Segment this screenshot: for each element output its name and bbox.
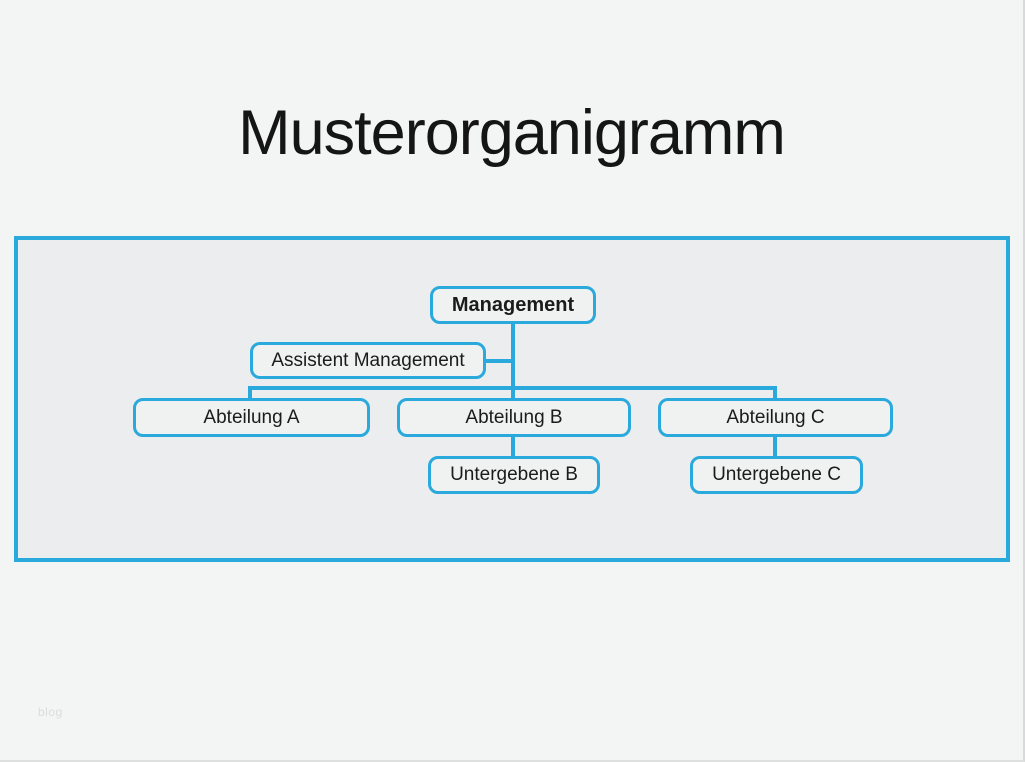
connector-departments-horizontal: [248, 386, 777, 390]
org-node-untergebene-c: Untergebene C: [690, 456, 863, 494]
connector-drop-abteilung-c: [773, 388, 777, 399]
connector-abteilung-c-untergebene: [773, 436, 777, 457]
org-node-untergebene-b: Untergebene B: [428, 456, 600, 494]
org-node-abteilung-b: Abteilung B: [397, 398, 631, 437]
watermark-text: blog: [38, 705, 63, 719]
connector-abteilung-b-untergebene: [511, 436, 515, 457]
org-node-abteilung-c: Abteilung C: [658, 398, 893, 437]
connector-drop-abteilung-a: [248, 388, 252, 399]
connector-assistent-horizontal: [484, 359, 513, 363]
connector-management-vertical: [511, 323, 515, 398]
org-node-assistent-management: Assistent Management: [250, 342, 486, 379]
page-title: Musterorganigramm: [238, 98, 786, 169]
org-node-management: Management: [430, 286, 596, 324]
org-node-abteilung-a: Abteilung A: [133, 398, 370, 437]
